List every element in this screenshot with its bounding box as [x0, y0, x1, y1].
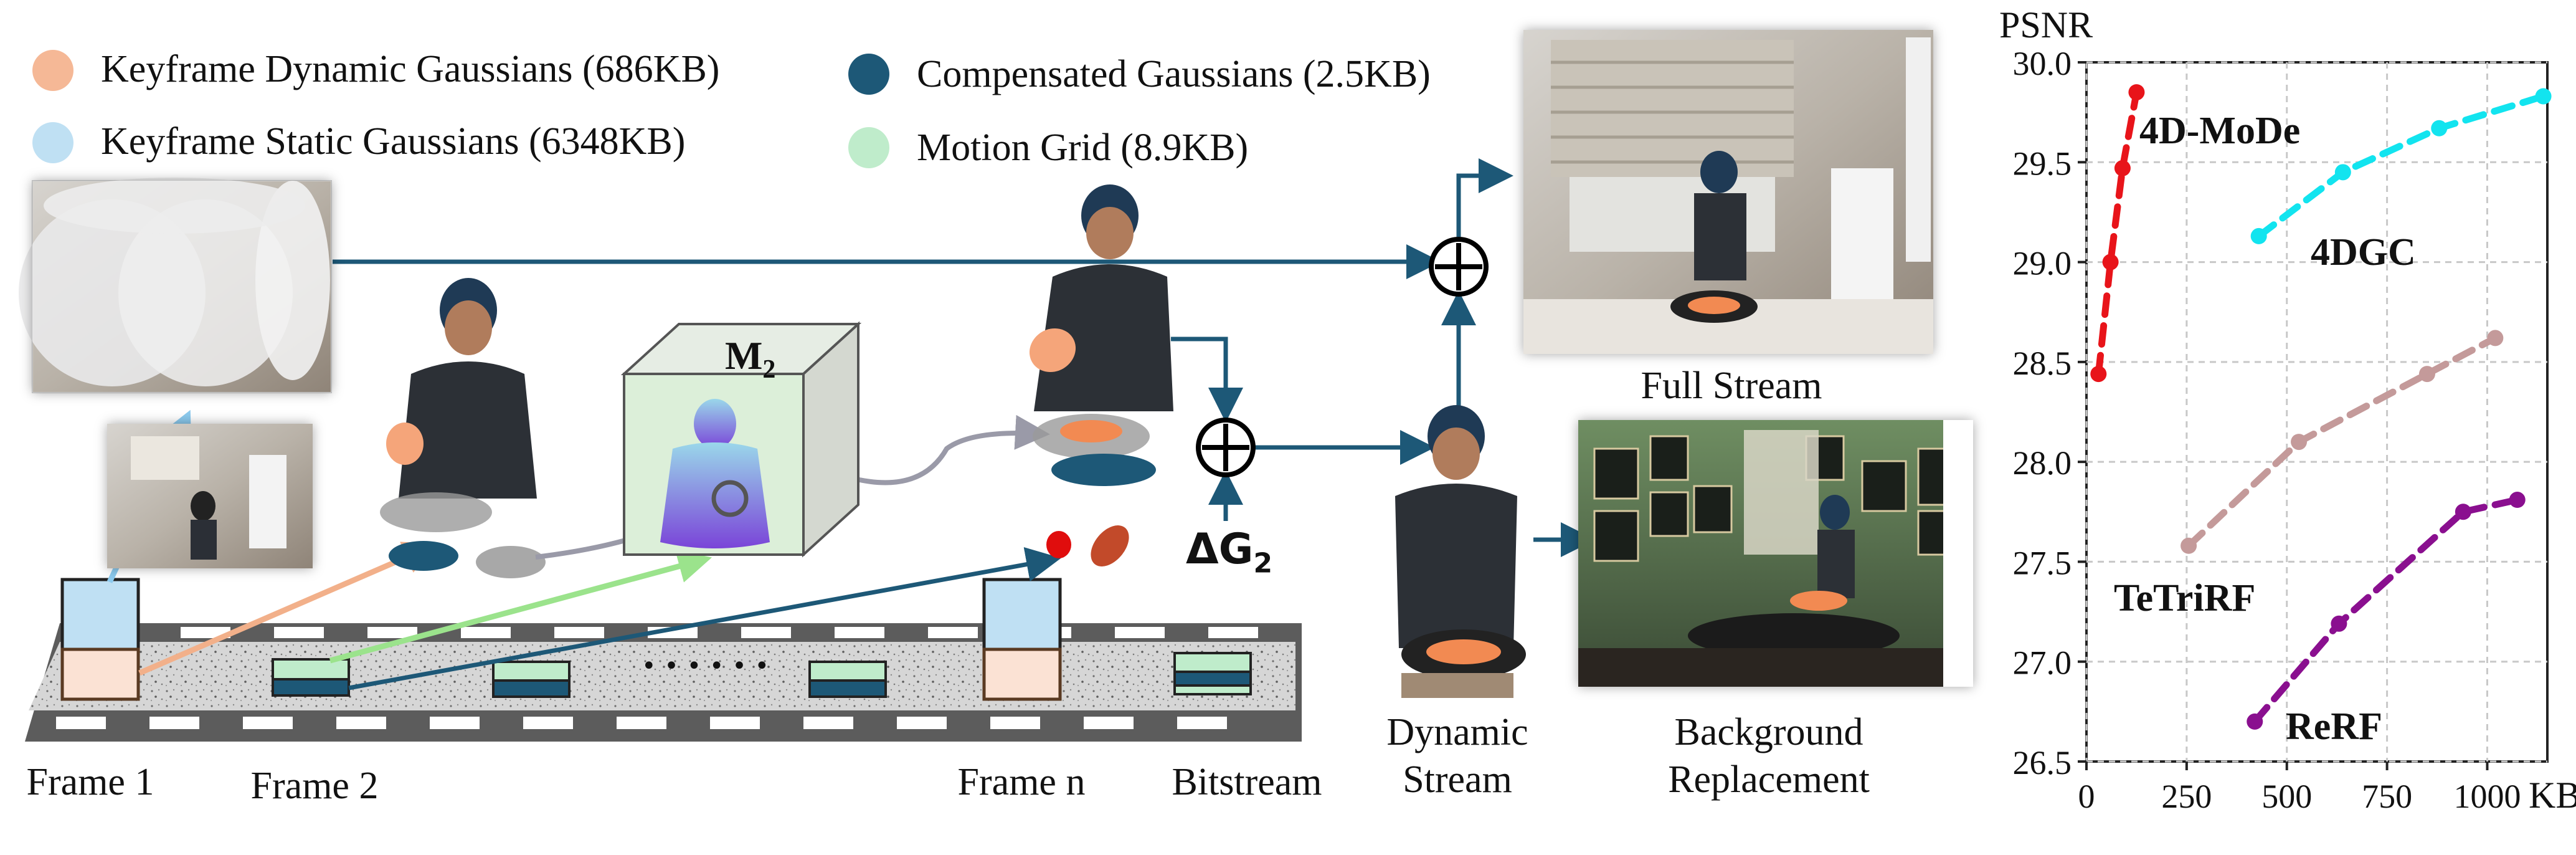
- m2-label: M2: [725, 333, 775, 385]
- full-stream-photo: [1523, 30, 1933, 354]
- y-tick-label-7: 30.0: [2013, 45, 2072, 82]
- frame1-label: Frame 1: [26, 761, 154, 803]
- series-2-point-1: [2291, 434, 2308, 451]
- series-1-point-2: [2431, 120, 2448, 136]
- x-tick-label-2: 500: [2261, 778, 2312, 815]
- full-stream-frame: [1523, 30, 1933, 354]
- plot-area: [2085, 61, 2549, 763]
- motion-grid-cube: [620, 321, 862, 558]
- static-gaussians-photo: [19, 178, 332, 393]
- y-tick-label-5: 29.0: [2013, 245, 2072, 282]
- x-axis-label: KB: [2529, 775, 2576, 816]
- series-1-point-1: [2334, 164, 2351, 181]
- series-line-0: [2095, 88, 2140, 378]
- frame2-label: Frame 2: [250, 765, 379, 807]
- delta-g2-sub: 2: [1253, 547, 1273, 580]
- dots-label: • • • • • •: [642, 652, 770, 681]
- dynamic-stream-label: Dynamic Stream: [1386, 711, 1528, 801]
- series-1-point-0: [2250, 227, 2267, 244]
- keyframe-room-photo: [107, 424, 313, 568]
- series-3-point-2: [2455, 504, 2471, 520]
- dynamic-person-1: [380, 278, 546, 578]
- y-tick-label-1: 27.0: [2013, 644, 2072, 682]
- series-label-0: 4D-MoDe: [2139, 110, 2300, 152]
- blue-flow-arrow: [348, 547, 1061, 690]
- legend-label-compensated: Compensated Gaussians (2.5KB): [917, 53, 1431, 95]
- y-tick-label-0: 26.5: [2013, 744, 2072, 781]
- series-0-point-2: [2114, 160, 2131, 176]
- y-tick-label-3: 28.0: [2013, 444, 2072, 482]
- background-replacement-label: Background Replacement: [1668, 711, 1870, 801]
- dynamic-stream-person: [1395, 405, 1526, 698]
- legend-swatch-keyframe-dynamic: [32, 50, 73, 91]
- flow-to-full-stream: [1456, 158, 1513, 237]
- legend-label-motion-grid: Motion Grid (8.9KB): [917, 127, 1249, 169]
- green-arrow: [329, 550, 713, 664]
- y-tick-label-2: 27.5: [2013, 544, 2072, 581]
- m2-label-sub: 2: [762, 355, 776, 384]
- series-0-point-1: [2102, 254, 2119, 270]
- series-1-point-3: [2535, 88, 2552, 105]
- legend-label-keyframe-dynamic: Keyframe Dynamic Gaussians (686KB): [101, 48, 720, 90]
- legend-label-keyframe-static: Keyframe Static Gaussians (6348KB): [101, 120, 686, 163]
- orange-arrow: [138, 542, 438, 676]
- brown-gaussian: [1091, 525, 1129, 566]
- keyframe-room-frame: [107, 424, 313, 568]
- legend-swatch-compensated: [848, 54, 889, 95]
- framen-keyframe-block: [982, 578, 1062, 701]
- series-label-1: 4DGC: [2311, 231, 2416, 274]
- background-replacement-frame: [1578, 420, 1973, 687]
- delta-g2-main: ΔG: [1186, 525, 1254, 574]
- m2-label-main: M: [725, 333, 763, 378]
- frame1-keyframe-block: [60, 578, 140, 701]
- bitstream-label: Bitstream: [1172, 761, 1322, 803]
- series-line-1: [2255, 92, 2547, 240]
- series-2-point-2: [2418, 366, 2435, 383]
- y-tick-label-4: 28.5: [2013, 345, 2072, 382]
- x-tick-label-4: 1000: [2453, 778, 2521, 815]
- series-3-point-1: [2331, 615, 2347, 632]
- pipeline-diagram: [19, 30, 1943, 742]
- red-gaussian: [1046, 531, 1071, 558]
- series-line-3: [2251, 496, 2521, 725]
- static-gaussians-frame: [32, 181, 331, 393]
- series-2-point-0: [2181, 537, 2197, 554]
- frame2-block: [272, 658, 350, 697]
- y-axis-label: PSNR: [1999, 4, 2093, 45]
- full-stream-label: Full Stream: [1641, 365, 1822, 407]
- psnr-chart: 26.5 27.0 27.5 28.0 28.5 29.0 29.5 30.0 0 250 500 7…: [1999, 4, 2576, 816]
- legend-swatch-keyframe-static: [32, 122, 73, 163]
- delta-g2-label: ΔG2: [1186, 525, 1272, 580]
- y-tick-label-6: 29.5: [2013, 145, 2072, 182]
- series-label-3: ReRF: [2286, 705, 2382, 748]
- series-0-point-3: [2128, 84, 2145, 101]
- sum-circle-delta: [1196, 418, 1256, 477]
- bitstream-block: [1173, 652, 1252, 695]
- x-tick-label-3: 750: [2362, 778, 2412, 815]
- framen-label: Frame n: [957, 761, 1086, 803]
- x-tick-label-1: 250: [2161, 778, 2212, 815]
- legend-swatch-motion-grid: [848, 127, 889, 168]
- series-3-point-0: [2247, 713, 2263, 730]
- series-0-point-0: [2090, 366, 2107, 383]
- background-replacement-photo: [1578, 420, 1943, 687]
- x-tick-label-0: 0: [2078, 778, 2095, 815]
- flow-person-to-delta-sum: [1171, 337, 1243, 423]
- series-line-2: [2185, 334, 2499, 550]
- sum-circle-full: [1429, 237, 1489, 297]
- frame3-block: [492, 661, 571, 698]
- series-3-point-3: [2509, 492, 2526, 509]
- series-label-2: TeTriRF: [2114, 577, 2255, 619]
- frame4-block: [808, 661, 887, 698]
- series-2-point-3: [2487, 330, 2504, 346]
- compensated-person: [1029, 184, 1173, 486]
